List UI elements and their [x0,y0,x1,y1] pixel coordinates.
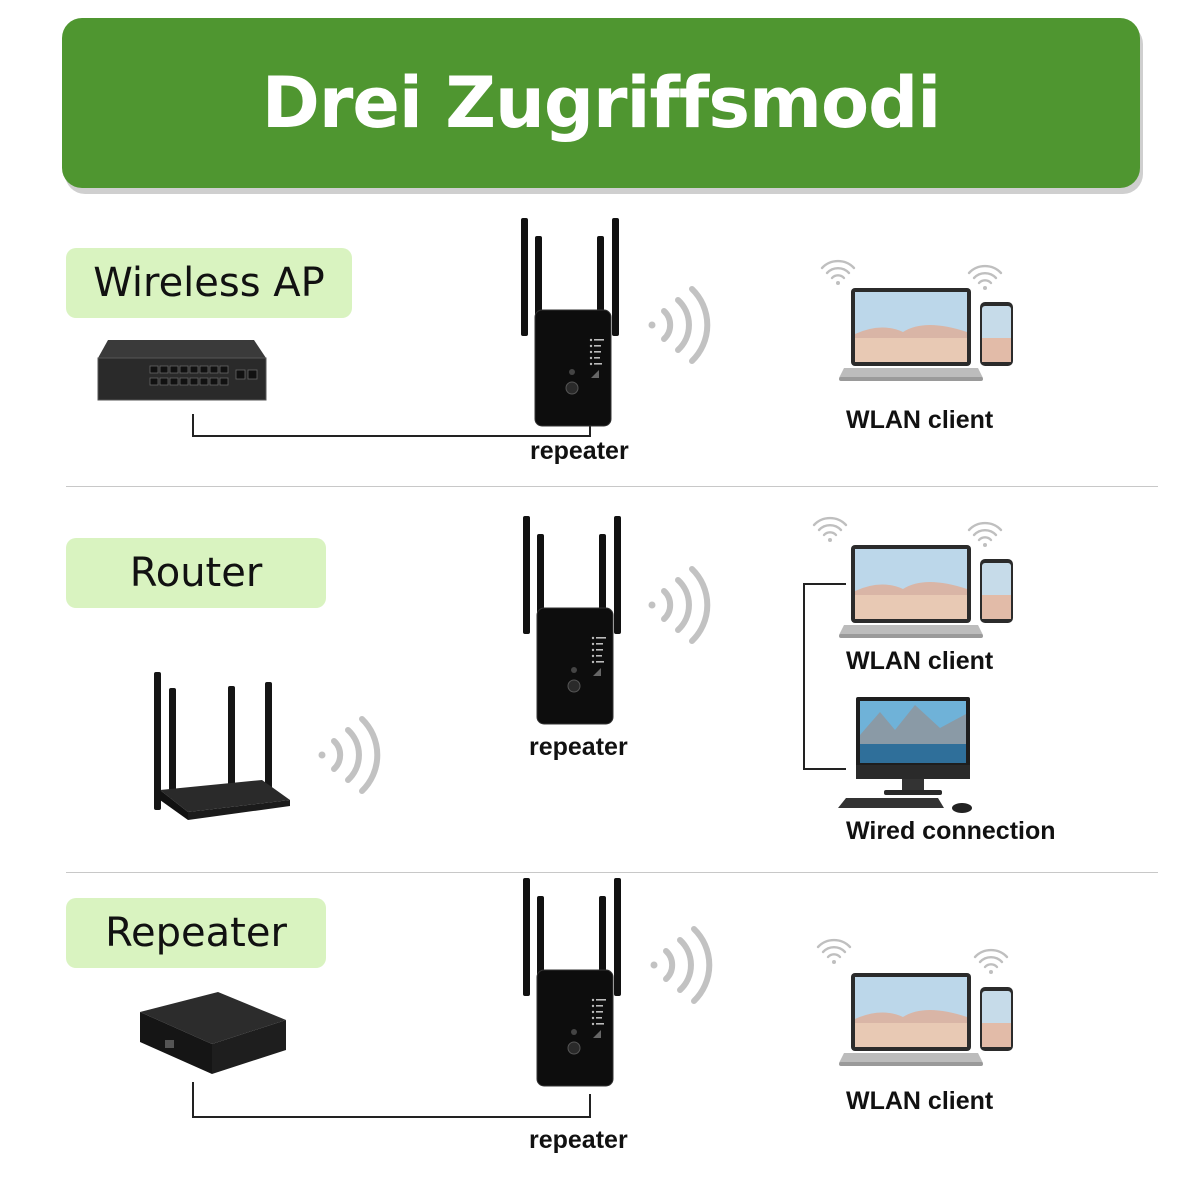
section-divider [66,486,1158,487]
laptop-phone-icon [839,288,1013,381]
desktop-computer-icon [838,697,972,813]
wifi-icon [820,259,856,287]
wifi-icon [973,948,1009,976]
cable-line [803,583,846,770]
repeater-caption: repeater [529,733,628,761]
wifi-icon [816,938,852,966]
repeater-icon [522,515,622,725]
mesh-node-icon [140,992,286,1074]
mode-label-wireless-ap: Wireless AP [66,248,352,318]
wifi-waves-icon [649,289,708,361]
mode-label-repeater: Repeater [66,898,326,968]
cable-line [192,414,591,437]
wifi-icon [967,521,1003,549]
wired-connection-caption: Wired connection [846,817,1056,845]
network-switch-icon [97,340,267,401]
repeater-caption: repeater [530,437,629,465]
wlan-client-caption: WLAN client [846,406,994,434]
wlan-client-caption: WLAN client [846,647,994,675]
page-title: Drei Zugriffsmodi [261,62,941,144]
laptop-phone-icon [839,973,1013,1066]
wlan-client-caption: WLAN client [846,1087,994,1115]
laptop-phone-icon [839,545,1013,638]
section-divider [66,872,1158,873]
wifi-waves-icon [319,719,378,791]
wifi-waves-icon [649,569,708,641]
wifi-icon [967,264,1003,292]
router-icon [154,672,290,820]
wifi-icon [812,516,848,544]
repeater-caption: repeater [529,1126,628,1154]
repeater-icon [522,877,622,1087]
mode-label-router: Router [66,538,326,608]
title-banner: Drei Zugriffsmodi [62,18,1140,188]
cable-line [192,1082,591,1118]
wifi-waves-icon [651,929,710,1001]
repeater-icon [520,217,620,427]
